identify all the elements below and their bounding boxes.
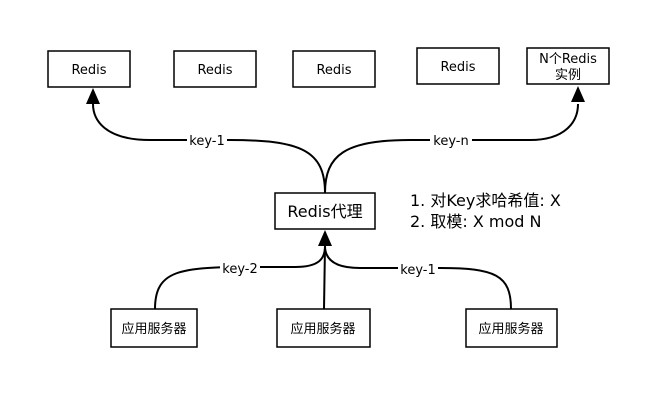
app-server-3: 应用服务器 [465,308,558,348]
edge-label-key-2: key-2 [222,262,258,277]
redis-node-1: Redis [47,50,131,88]
redis-node-3: Redis [292,50,376,88]
edge-app-1-to-proxy [154,245,326,310]
app-server-1: 应用服务器 [110,308,198,348]
redis-node-2: Redis [173,50,257,88]
edge-label-key-1-bottom: key-1 [400,263,436,278]
redis-node-2-label: Redis [197,63,232,78]
redis-node-n-label-line1: N个Redis [539,52,597,67]
redis-proxy: Redis代理 [274,192,376,230]
app-server-2: 应用服务器 [276,308,371,348]
edge-label-key-n: key-n [433,134,468,149]
app-server-1-label: 应用服务器 [121,321,186,337]
arrowhead-redis-1 [86,88,100,104]
app-server-2-label: 应用服务器 [290,321,355,337]
redis-proxy-label: Redis代理 [287,202,362,221]
edge-proxy-to-redis-n [324,103,579,194]
redis-node-4: Redis [416,47,500,85]
edge-app-3-to-proxy [324,245,512,310]
arrowhead-proxy [318,230,332,246]
edge-proxy-to-redis-1 [92,103,326,194]
edge-app-2-to-proxy [323,245,326,310]
edge-label-key-1-top: key-1 [189,134,225,149]
redis-node-n: N个Redis 实例 [526,47,610,85]
redis-node-4-label: Redis [440,60,475,75]
arrowhead-redis-n [571,86,585,102]
note-step-2: 2. 取模: X mod N [410,212,542,231]
note-step-1: 1. 对Key求哈希值: X [410,191,561,210]
hashing-notes: 1. 对Key求哈希值: X 2. 取模: X mod N [410,190,561,232]
redis-node-n-label-line2: 实例 [555,68,581,83]
redis-node-1-label: Redis [71,63,106,78]
app-server-3-label: 应用服务器 [478,321,543,337]
redis-node-3-label: Redis [316,63,351,78]
